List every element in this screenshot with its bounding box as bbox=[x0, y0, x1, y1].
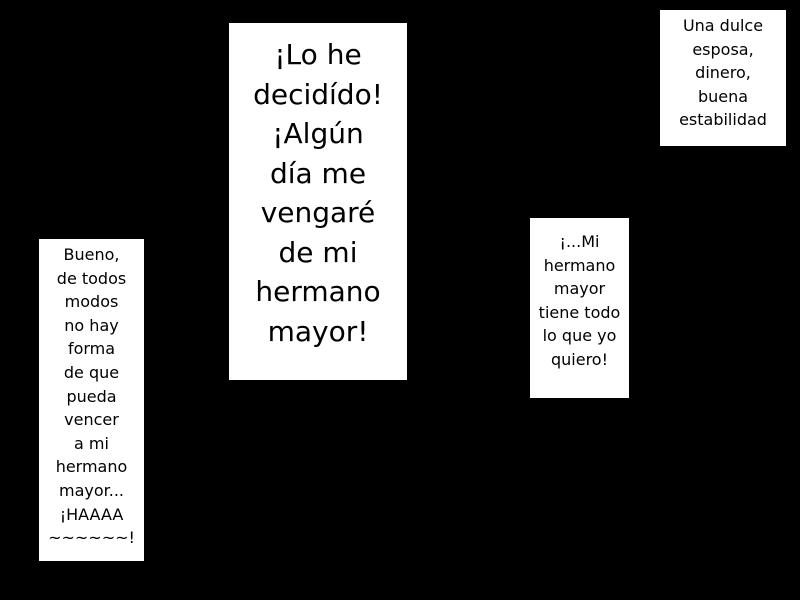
text-line: mayor! bbox=[267, 314, 369, 348]
text-line: tiene todo bbox=[538, 302, 621, 322]
text-line: ¡HAAAA bbox=[59, 504, 124, 524]
text-line: decidído! bbox=[253, 77, 383, 111]
text-line: vengaré bbox=[260, 196, 376, 229]
text-line: lo que yo bbox=[542, 326, 617, 345]
text-line: ¡...Mi bbox=[559, 232, 600, 251]
text-line: pueda bbox=[66, 386, 117, 406]
text-line: Una dulce bbox=[682, 16, 764, 35]
text-line: hermano bbox=[55, 457, 128, 477]
text-line: modos bbox=[64, 292, 119, 312]
text-line: ¡Algún bbox=[272, 117, 364, 150]
text-line: a mi bbox=[74, 433, 109, 453]
text-line: forma bbox=[67, 339, 116, 359]
text-line: dinero, bbox=[695, 63, 751, 82]
text-line: hermano bbox=[255, 275, 381, 308]
text-line: día me bbox=[269, 156, 367, 190]
text-line: ~~~~~~! bbox=[48, 528, 135, 548]
speech-box-right-middle: ¡...Mi hermano mayor tiene todo lo que yo qui… bbox=[530, 218, 629, 398]
speech-box-left: Bueno, de todos modos no hay forma de que pued… bbox=[39, 239, 144, 561]
speech-box-top-right: Una dulce esposa, dinero, buena estabilidad bbox=[660, 10, 786, 146]
text-line: quiero! bbox=[550, 349, 608, 369]
text-line: estabilidad bbox=[679, 110, 767, 129]
text-line: de todos bbox=[56, 268, 127, 288]
text-line: hermano bbox=[543, 255, 616, 275]
text-line: no hay bbox=[64, 315, 119, 335]
text-line: de que bbox=[63, 362, 120, 382]
speech-box-center: ¡Lo he decidído! ¡Algún día me vengaré de mi h… bbox=[229, 23, 407, 380]
text-line: de mi bbox=[278, 235, 358, 269]
text-line: ¡Lo he bbox=[274, 38, 362, 71]
text-line: buena bbox=[697, 86, 749, 106]
text-line: Bueno, bbox=[63, 245, 120, 264]
text-line: vencer bbox=[64, 410, 119, 430]
text-line: mayor bbox=[553, 279, 606, 298]
text-line: esposa, bbox=[692, 39, 754, 59]
text-line: mayor... bbox=[58, 480, 124, 500]
